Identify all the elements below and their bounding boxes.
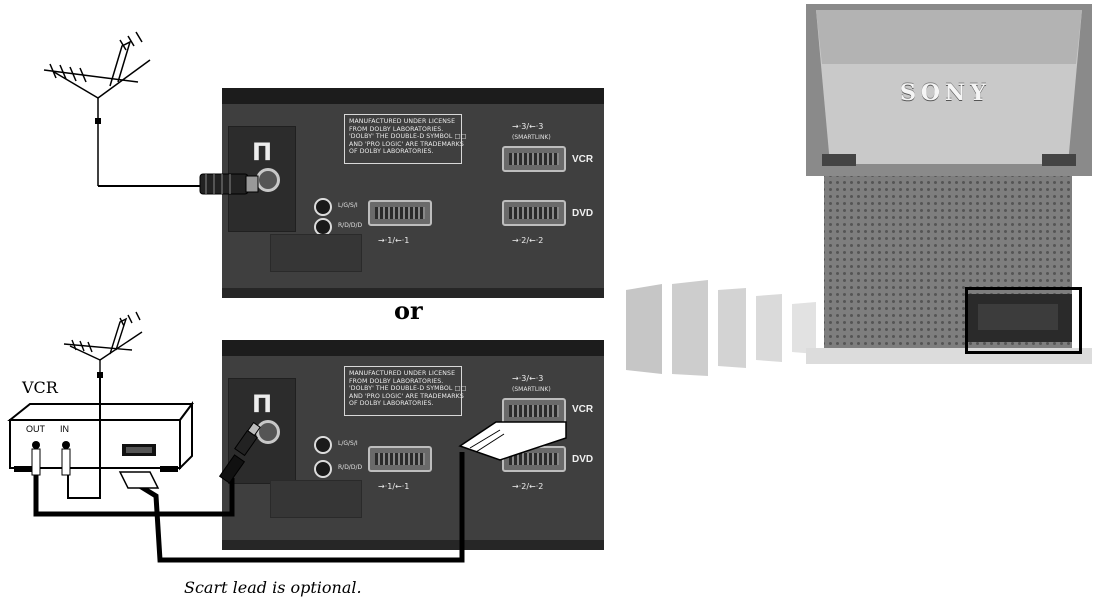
scart-3-label: →·3/←·3 [512, 374, 544, 383]
panel-top-strip [222, 88, 604, 104]
antenna-icon-top [43, 31, 151, 186]
antenna-icon-bottom [63, 311, 143, 398]
panel-lower-recess [270, 234, 362, 272]
scart-2-label: →·2/←·2 [512, 236, 544, 245]
coax-plug-top [199, 173, 259, 195]
scart-3-socket[interactable] [502, 398, 566, 424]
panel-lower-recess [270, 480, 362, 518]
audio-l-label: L/G/S/I [338, 440, 358, 447]
vcr-socket-label: VCR [572, 154, 594, 165]
vcr-label: VCR [22, 378, 58, 397]
audio-l-label: L/G/S/I [338, 202, 358, 209]
audio-r-label: R/D/D/D [338, 464, 363, 471]
panel-bottom-strip [222, 540, 604, 550]
coax-plug-bottom [218, 421, 261, 484]
smartlink-label: (SMARTLINK) [512, 386, 551, 393]
scart-2-socket[interactable] [502, 200, 566, 226]
aerial-symbol: Π [252, 390, 273, 418]
tv-brand-logo: SONY [900, 80, 991, 106]
scart-plug-tv [458, 421, 567, 461]
dolby-license-text: MANUFACTURED UNDER LICENSE FROM DOLBY LA… [344, 114, 466, 164]
scart-1-label: →·1/←·1 [378, 482, 410, 491]
scart-1-socket[interactable] [368, 200, 432, 226]
scart-2-label: →·2/←·2 [512, 482, 544, 491]
audio-l-socket[interactable] [314, 198, 332, 216]
smartlink-label: (SMARTLINK) [512, 134, 551, 141]
audio-r-label: R/D/D/D [338, 222, 363, 229]
zoom-pointer [626, 280, 842, 376]
dvd-socket-label: DVD [572, 208, 594, 219]
scart-3-label: →·3/←·3 [512, 122, 544, 131]
vcr-socket-label: VCR [572, 404, 594, 415]
connector-area-highlight [965, 287, 1082, 354]
scart-1-socket[interactable] [368, 446, 432, 472]
panel-bottom-strip [222, 288, 604, 298]
vcr-out-label: OUT [26, 424, 45, 434]
scart-plug-vcr [118, 471, 160, 489]
tv-back-photo [806, 4, 1092, 364]
audio-r-socket[interactable] [314, 460, 332, 478]
aerial-socket[interactable] [256, 420, 280, 444]
vcr-in-label: IN [60, 424, 69, 434]
scart-3-socket[interactable] [502, 146, 566, 172]
panel-top-strip [222, 340, 604, 356]
scart-lead-caption: Scart lead is optional. [184, 578, 362, 597]
aerial-symbol: Π [252, 138, 273, 166]
audio-l-socket[interactable] [314, 436, 332, 454]
or-label: or [394, 296, 423, 325]
dvd-socket-label: DVD [572, 454, 594, 465]
dolby-license-text: MANUFACTURED UNDER LICENSE FROM DOLBY LA… [344, 366, 466, 416]
scart-1-label: →·1/←·1 [378, 236, 410, 245]
